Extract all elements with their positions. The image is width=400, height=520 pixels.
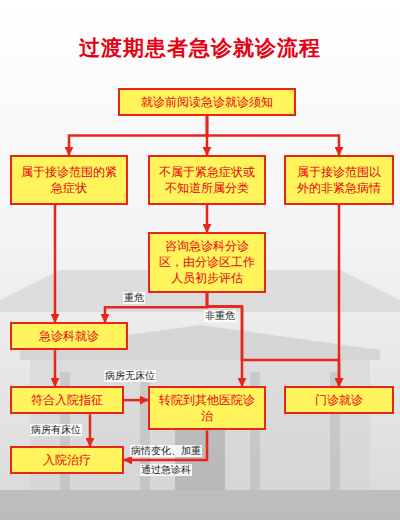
process-box: 入院治疗	[10, 446, 124, 474]
process-box: 咨询急诊科分诊区，由分诊区工作人员初步评估	[148, 232, 266, 293]
process-box: 属于接诊范围的紧急症状	[10, 155, 128, 205]
box-text: 属于接诊范围的紧急症状	[18, 164, 120, 196]
box-text: 不属于紧急症状或不知道所属分类	[156, 164, 258, 196]
roof	[20, 325, 380, 360]
process-box: 符合入院指征	[10, 386, 124, 414]
steps	[0, 490, 400, 520]
process-box: 门诊就诊	[284, 386, 394, 414]
flow-arrow	[89, 414, 92, 446]
box-text: 属于接诊范围以外的非紧急病情	[292, 164, 386, 196]
edge-label: 重危	[123, 292, 145, 304]
edge-label: 病房有床位	[30, 424, 82, 436]
box-text: 就诊前阅读急诊就诊须知	[141, 94, 273, 110]
flow-arrow	[124, 430, 207, 460]
process-box: 属于接诊范围以外的非紧急病情	[284, 155, 394, 205]
box-text: 门诊就诊	[315, 392, 363, 408]
flow-arrow	[69, 116, 207, 155]
box-text: 符合入院指征	[31, 392, 103, 408]
edge-label: 病房无床位	[104, 370, 156, 382]
process-box: 急诊科就诊	[10, 322, 128, 350]
flow-arrow	[105, 293, 207, 322]
edge-label: 病情变化、加重	[130, 445, 202, 457]
flow-arrow	[338, 205, 341, 386]
flow-arrow	[124, 399, 148, 402]
note-label: 通过急诊科	[140, 464, 192, 476]
box-text: 转院到其他医院诊治	[156, 392, 258, 424]
process-box: 不属于紧急症状或不知道所属分类	[148, 155, 266, 205]
flow-arrow	[54, 350, 57, 386]
box-text: 急诊科就诊	[39, 328, 99, 344]
process-box: 转院到其他医院诊治	[148, 386, 266, 430]
box-text: 咨询急诊科分诊区，由分诊区工作人员初步评估	[156, 238, 258, 287]
flow-arrow	[54, 205, 57, 322]
edge-label: 非重危	[204, 310, 236, 322]
box-text: 入院治疗	[43, 452, 91, 468]
process-box: 就诊前阅读急诊就诊须知	[118, 88, 296, 116]
flow-arrow	[206, 205, 209, 232]
diagram-title: 过渡期患者急诊就诊流程	[0, 34, 400, 62]
flow-arrow	[207, 293, 339, 386]
flow-arrow	[207, 116, 339, 155]
